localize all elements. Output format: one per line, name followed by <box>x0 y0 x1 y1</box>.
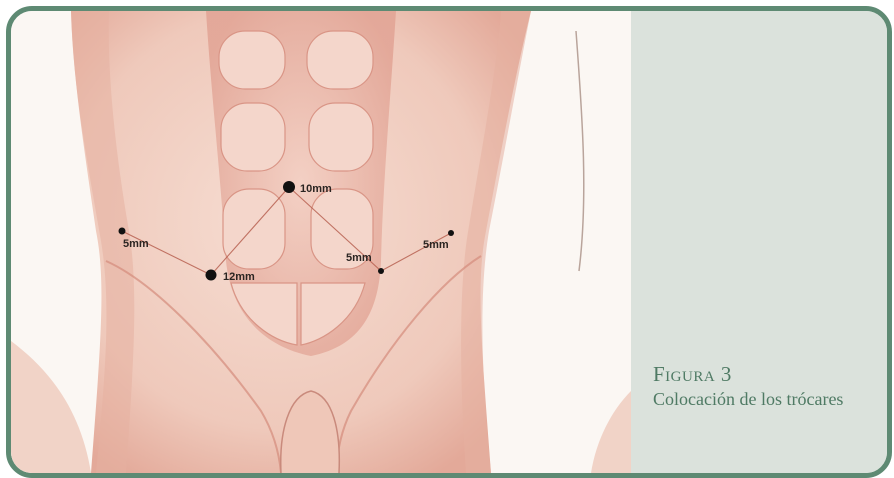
abdomen-illustration: 10mm 12mm 5mm 5mm 5mm <box>11 11 631 473</box>
figure-frame: 10mm 12mm 5mm 5mm 5mm Figura 3 Colocació… <box>6 6 892 478</box>
figure-label: Figura 3 <box>653 361 853 387</box>
trocar-label-left-lower: 12mm <box>223 271 255 283</box>
figure-caption: Figura 3 Colocación de los trócares <box>653 361 853 411</box>
trocar-point-far-right <box>448 230 454 236</box>
trocar-point-right-lower <box>378 268 384 274</box>
trocar-label-far-right: 5mm <box>423 239 449 251</box>
trocar-label-right-lower: 5mm <box>346 252 372 264</box>
trocar-point-left-lower <box>206 270 217 281</box>
trocar-point-far-left <box>119 228 126 235</box>
trocar-label-far-left: 5mm <box>123 238 149 250</box>
trocar-point-umbilical <box>283 181 295 193</box>
caption-panel: Figura 3 Colocación de los trócares <box>631 11 887 473</box>
trocar-label-umbilical: 10mm <box>300 183 332 195</box>
figure-caption-text: Colocación de los trócares <box>653 387 853 411</box>
abdomen-drawing: 10mm 12mm 5mm 5mm 5mm <box>11 11 631 473</box>
